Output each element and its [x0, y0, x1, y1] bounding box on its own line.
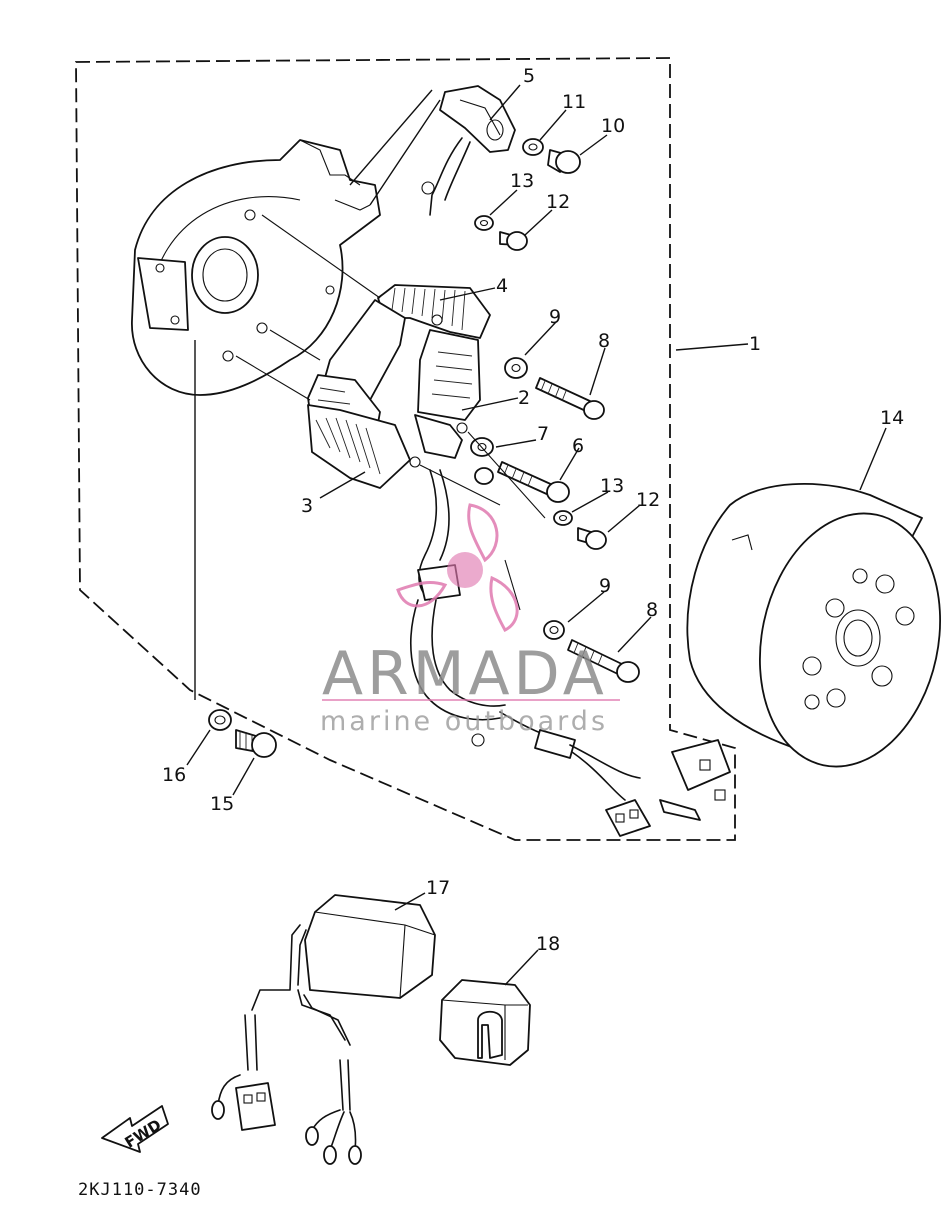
watermark-tagline: marine outboards	[320, 706, 608, 737]
callout-18: 18	[536, 933, 560, 955]
callout-6: 6	[572, 435, 584, 457]
armada-watermark: ARMADA marine outboards	[320, 503, 620, 737]
callout-16: 16	[162, 764, 186, 786]
flywheel-rotor	[686, 483, 941, 768]
cdi-unit	[211, 894, 436, 1165]
callout-13-bottom: 13	[600, 475, 624, 497]
leader-lines	[186, 84, 887, 986]
watermark-brand: ARMADA	[322, 639, 608, 709]
callout-12-top: 12	[546, 191, 570, 213]
callout-3: 3	[301, 495, 313, 517]
callout-7: 7	[537, 423, 549, 445]
propeller-logo-icon	[396, 503, 519, 632]
hardware-parts	[208, 138, 640, 758]
cdi-bracket	[439, 979, 531, 1066]
callout-2: 2	[518, 387, 530, 409]
callout-14: 14	[880, 407, 904, 429]
lighting-coil	[307, 314, 468, 489]
callout-9-bottom: 9	[599, 575, 611, 597]
callout-10: 10	[601, 115, 625, 137]
callout-13-top: 13	[510, 170, 534, 192]
callout-1: 1	[749, 333, 761, 355]
callout-15: 15	[210, 793, 234, 815]
diagram-part-number: 2KJ110-7340	[78, 1180, 202, 1200]
callout-5: 5	[523, 65, 535, 87]
pulser-coil	[421, 85, 516, 216]
forward-direction-arrow: FWD	[101, 1105, 169, 1153]
callout-11: 11	[562, 91, 586, 113]
stator-base-plate	[131, 139, 381, 396]
callout-8-top: 8	[598, 330, 610, 352]
assembly-boundary	[75, 57, 736, 841]
callout-labels: 5 11 10 13 12 4 9 8 1 2 14 7 6 3 13 12 9…	[162, 65, 904, 955]
callout-9-top: 9	[549, 306, 561, 328]
callout-12-bottom: 12	[636, 489, 660, 511]
callout-8-bottom: 8	[646, 599, 658, 621]
callout-17: 17	[426, 877, 450, 899]
callout-4: 4	[496, 275, 508, 297]
